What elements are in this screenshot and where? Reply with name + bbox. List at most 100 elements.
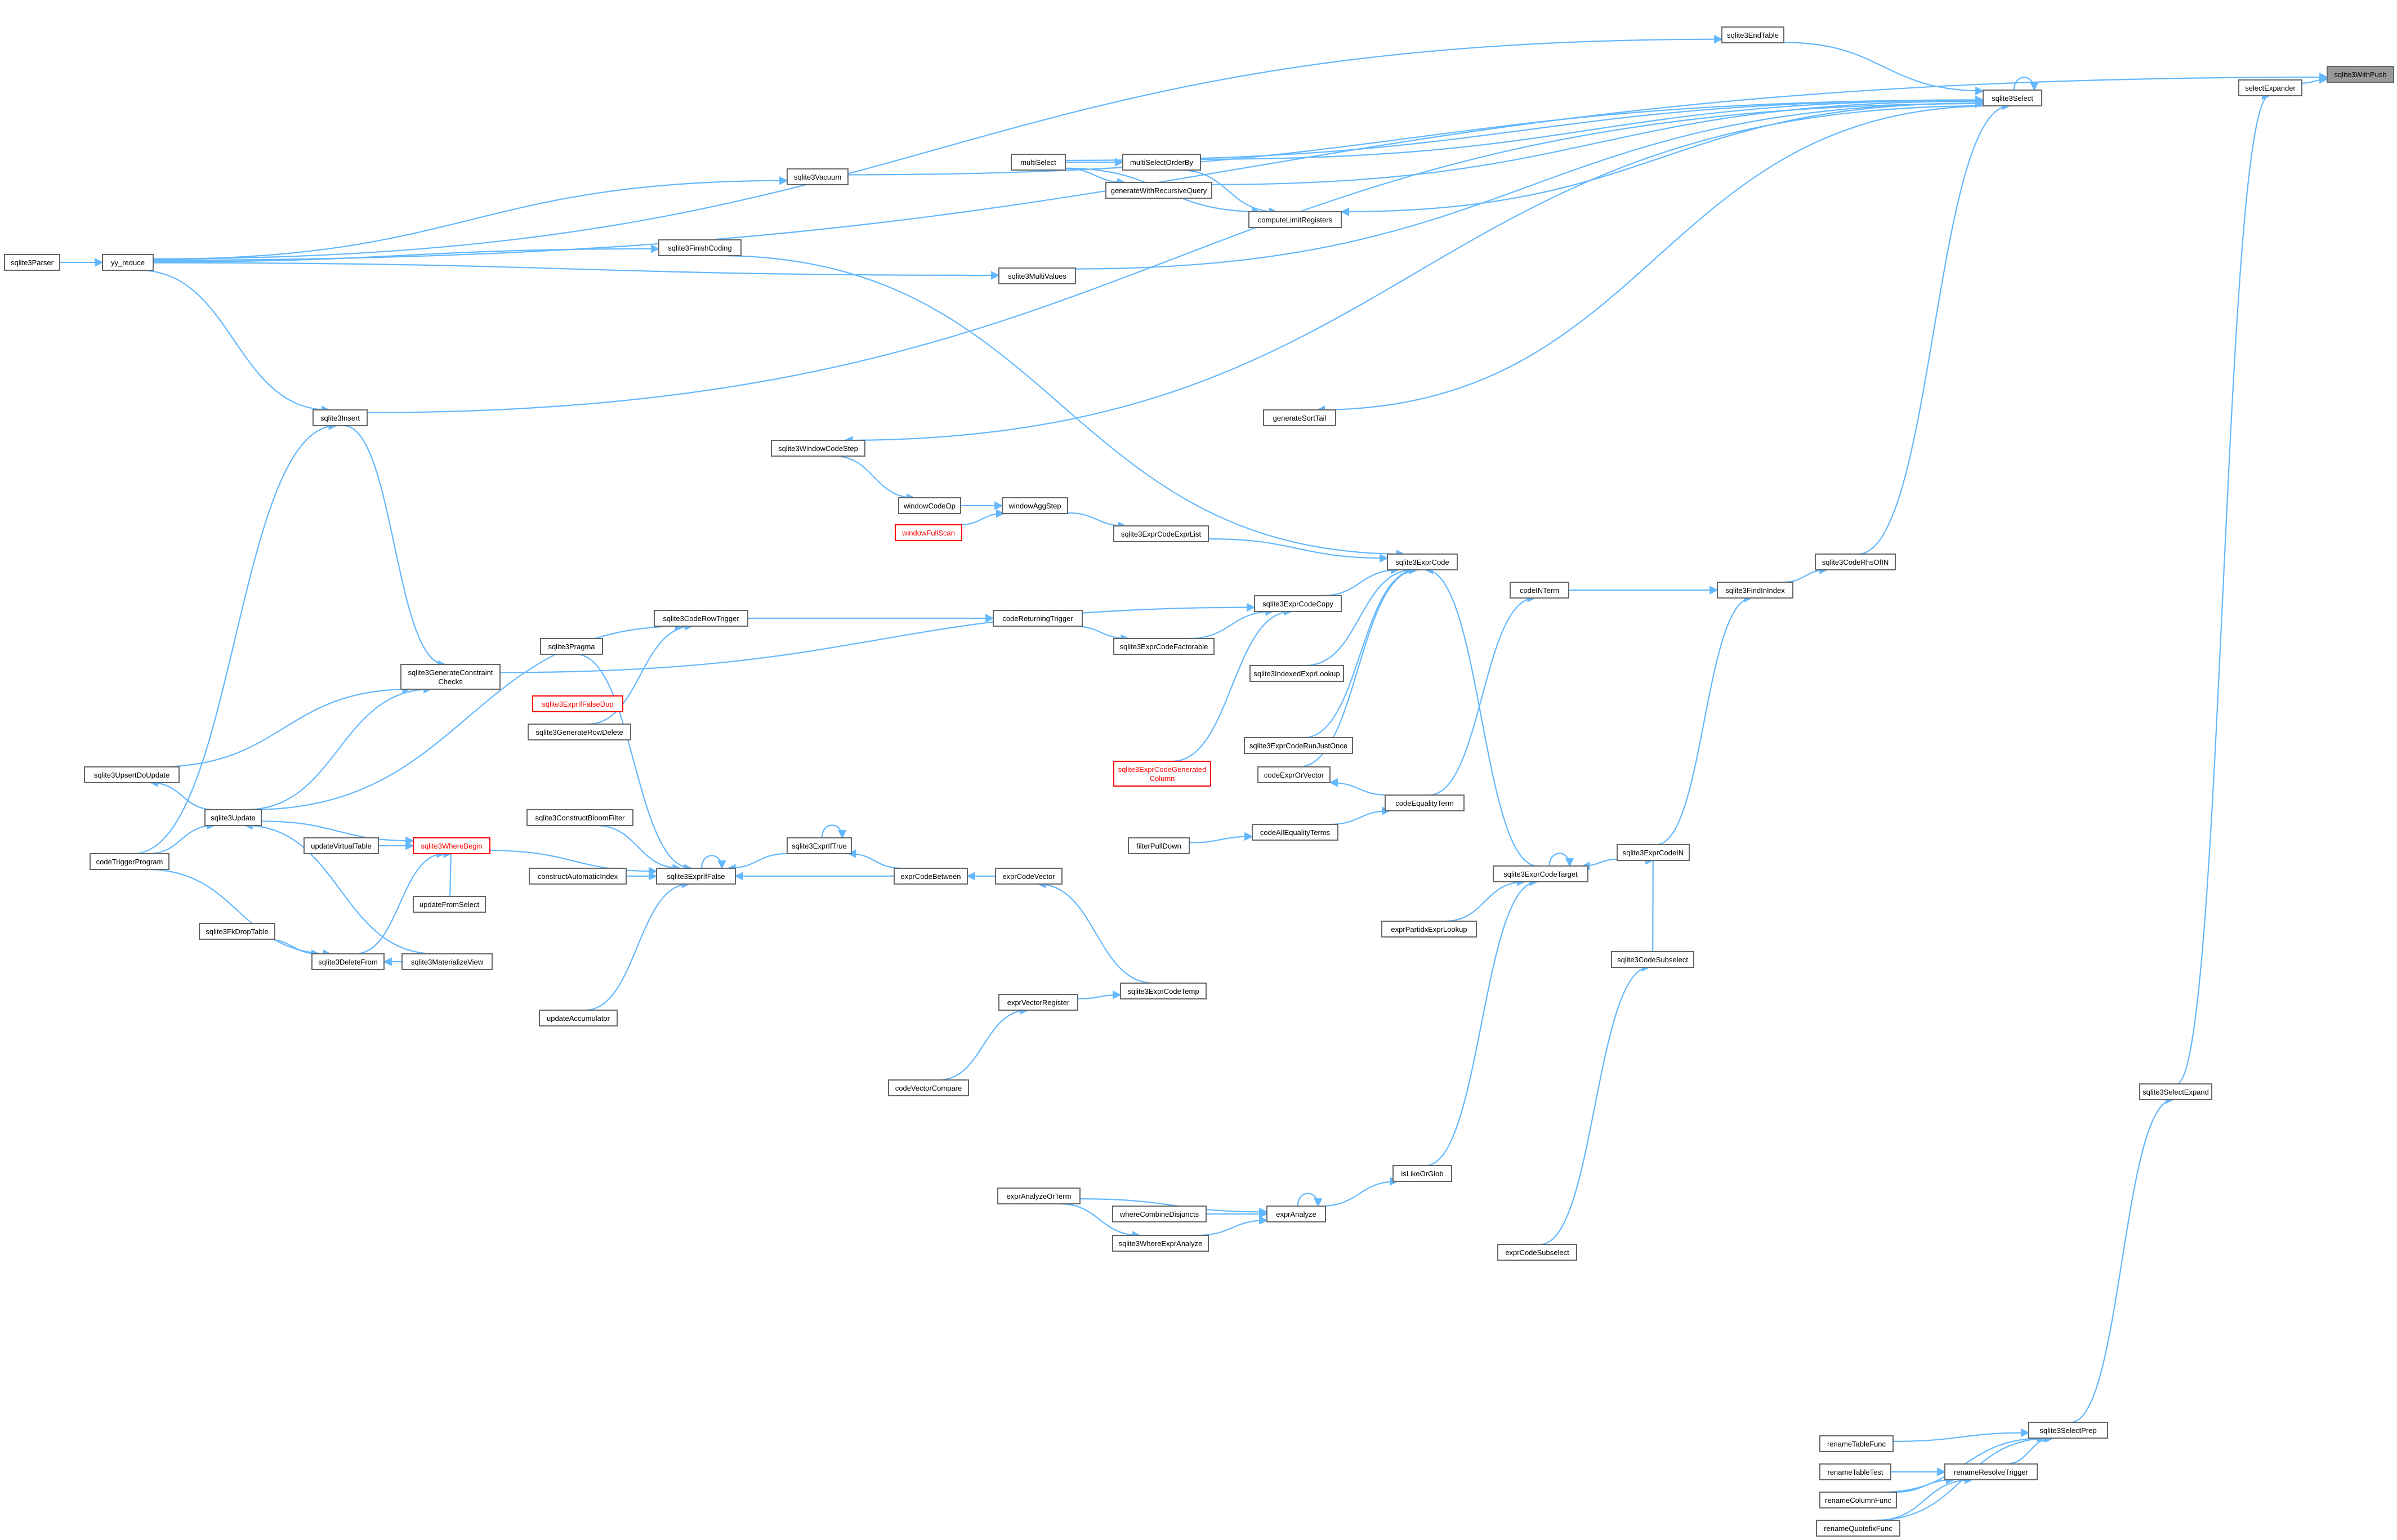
node-sqlite3-multi-values[interactable]: sqlite3MultiValues xyxy=(998,267,1076,284)
node-sqlite3-vacuum[interactable]: sqlite3Vacuum xyxy=(787,168,849,185)
node-where-combine-disjuncts[interactable]: whereCombineDisjuncts xyxy=(1112,1206,1207,1222)
node-expr-code-between[interactable]: exprCodeBetween xyxy=(894,868,968,885)
node-code-equality-term[interactable]: codeEqualityTerm xyxy=(1385,794,1465,811)
edge-code-trigger-program-to-sqlite3-insert xyxy=(133,421,337,855)
node-is-like-or-glob[interactable]: isLikeOrGlob xyxy=(1392,1165,1452,1182)
node-sqlite3-with-push[interactable]: sqlite3WithPush xyxy=(2327,66,2394,83)
edge-code-trigger-program-to-sqlite3-update xyxy=(148,821,216,855)
node-rename-resolve-trigger[interactable]: renameResolveTrigger xyxy=(1944,1463,2038,1480)
node-label: sqlite3ConstructBloomFilter xyxy=(535,814,626,822)
edge-sqlite3-expr-code-target-to-sqlite3-expr-code xyxy=(1424,565,1538,867)
node-expr-code-subselect[interactable]: exprCodeSubselect xyxy=(1497,1244,1577,1261)
node-sqlite3-expr-code-temp[interactable]: sqlite3ExprCodeTemp xyxy=(1120,983,1207,999)
node-sqlite3-expr-if-true[interactable]: sqlite3ExprIfTrue xyxy=(787,837,852,854)
node-sqlite3-update[interactable]: sqlite3Update xyxy=(204,809,262,826)
node-update-accumulator[interactable]: updateAccumulator xyxy=(539,1010,618,1026)
node-box xyxy=(539,1010,618,1026)
node-label: renameTableTest xyxy=(1828,1468,1883,1476)
node-code-expr-or-vector[interactable]: codeExprOrVector xyxy=(1257,766,1331,783)
node-label: sqlite3ExprCode xyxy=(1395,558,1449,566)
node-update-virtual-table[interactable]: updateVirtualTable xyxy=(303,837,379,854)
node-sqlite3-where-begin[interactable]: sqlite3WhereBegin xyxy=(413,837,490,854)
node-sqlite3-code-subselect[interactable]: sqlite3CodeSubselect xyxy=(1611,951,1694,968)
node-sqlite3-generate-row-delete[interactable]: sqlite3GenerateRowDelete xyxy=(528,724,631,740)
node-sqlite3-code-rhs-of-in[interactable]: sqlite3CodeRhsOfIN xyxy=(1815,553,1896,570)
node-box xyxy=(1263,409,1336,426)
node-window-code-op[interactable]: windowCodeOp xyxy=(898,497,961,514)
node-sqlite3-expr-code-expr-list[interactable]: sqlite3ExprCodeExprList xyxy=(1113,525,1209,542)
node-construct-automatic-index[interactable]: constructAutomaticIndex xyxy=(529,868,627,885)
node-sqlite3-find-in-index[interactable]: sqlite3FindInIndex xyxy=(1717,582,1793,599)
node-sqlite3-expr-if-false[interactable]: sqlite3ExprIfFalse xyxy=(656,868,736,885)
node-sqlite3-parser[interactable]: sqlite3Parser xyxy=(4,254,60,271)
node-sqlite3-select-expand2[interactable]: sqlite3SelectExpand xyxy=(2139,1083,2212,1100)
node-code-interm[interactable]: codeINTerm xyxy=(1510,582,1569,599)
node-sqlite3-finish-coding[interactable]: sqlite3FinishCoding xyxy=(658,239,742,256)
node-rename-quotefix-func[interactable]: renameQuotefixFunc xyxy=(1816,1520,1900,1537)
node-label: sqlite3ExprIfFalseDup xyxy=(542,700,613,708)
node-sqlite3-where-expr-analyze[interactable]: sqlite3WhereExprAnalyze xyxy=(1112,1235,1209,1252)
node-sqlite3-indexed-expr-lookup[interactable]: sqlite3IndexedExprLookup xyxy=(1249,665,1344,682)
node-box xyxy=(1815,553,1896,570)
node-box xyxy=(998,267,1076,284)
node-expr-vector-register[interactable]: exprVectorRegister xyxy=(998,994,1078,1011)
node-select-expander[interactable]: selectExpander xyxy=(2238,79,2302,96)
edge-sqlite3-select-to-compute-limit-registers xyxy=(1340,102,1984,216)
node-sqlite3-select-prep[interactable]: sqlite3SelectPrep xyxy=(2028,1422,2108,1439)
node-multi-select-order-by[interactable]: multiSelectOrderBy xyxy=(1122,154,1201,171)
node-sqlite3-expr-code-copy[interactable]: sqlite3ExprCodeCopy xyxy=(1254,595,1342,612)
node-rename-column-func[interactable]: renameColumnFunc xyxy=(1819,1492,1897,1508)
node-sqlite3-materialize-view[interactable]: sqlite3MaterializeView xyxy=(401,953,493,970)
node-sqlite3-end-table[interactable]: sqlite3EndTable xyxy=(1721,26,1784,43)
node-sqlite3-expr-code-target[interactable]: sqlite3ExprCodeTarget xyxy=(1493,865,1588,882)
node-box xyxy=(1721,26,1784,43)
node-expr-analyze[interactable]: exprAnalyze xyxy=(1266,1206,1326,1222)
node-window-full-scan[interactable]: windowFullScan xyxy=(895,524,962,541)
node-label: sqlite3Select xyxy=(1992,94,2033,102)
edge-select-expander-to-sqlite3-with-push xyxy=(2301,75,2328,84)
node-code-vector-compare[interactable]: codeVectorCompare xyxy=(888,1079,969,1096)
node-sqlite3-upsert-do-update[interactable]: sqlite3UpsertDoUpdate xyxy=(84,766,180,783)
node-sqlite3-expr-code-factorable[interactable]: sqlite3ExprCodeFactorable xyxy=(1113,638,1215,655)
node-generate-sort-tail[interactable]: generateSortTail xyxy=(1263,409,1336,426)
node-code-trigger-program[interactable]: codeTriggerProgram xyxy=(90,853,169,870)
node-yy-reduce[interactable]: yy_reduce xyxy=(102,254,154,271)
node-multi-select[interactable]: multiSelect xyxy=(1011,154,1066,171)
node-rename-table-func[interactable]: renameTableFunc xyxy=(1819,1435,1894,1452)
node-filter-pull-down[interactable]: filterPullDown xyxy=(1128,837,1190,854)
node-label: sqlite3MultiValues xyxy=(1008,272,1066,280)
node-expr-analyze-or-term[interactable]: exprAnalyzeOrTerm xyxy=(997,1188,1081,1204)
node-sqlite3-select[interactable]: sqlite3Select xyxy=(1983,90,2042,106)
node-sqlite3-fk-drop-table[interactable]: sqlite3FkDropTable xyxy=(199,923,275,940)
edge-generate-with-recursive-query-to-sqlite3-select xyxy=(1211,96,1984,185)
node-rename-table-test[interactable]: renameTableTest xyxy=(1819,1463,1891,1480)
node-code-returning-trigger[interactable]: codeReturningTrigger xyxy=(993,610,1083,627)
node-generate-with-recursive-query[interactable]: generateWithRecursiveQuery xyxy=(1105,182,1212,199)
node-sqlite3-insert[interactable]: sqlite3Insert xyxy=(313,409,368,426)
node-sqlite3-construct-bloom-filter[interactable]: sqlite3ConstructBloomFilter xyxy=(526,809,633,826)
node-sqlite3-delete-from[interactable]: sqlite3DeleteFrom xyxy=(311,953,385,970)
node-update-from-select[interactable]: updateFromSelect xyxy=(413,896,486,913)
node-compute-limit-registers[interactable]: computeLimitRegisters xyxy=(1248,211,1342,228)
edge-yy-reduce-to-sqlite3-finish-coding xyxy=(153,244,660,262)
node-sqlite3-code-row-trigger[interactable]: sqlite3CodeRowTrigger xyxy=(654,610,748,627)
edge-sqlite3-window-code-step-to-window-code-op xyxy=(833,455,916,502)
node-sqlite3-expr-code[interactable]: sqlite3ExprCode xyxy=(1387,553,1458,570)
node-sqlite3-expr-if-false-dup[interactable]: sqlite3ExprIfFalseDup xyxy=(532,695,623,712)
node-sqlite3-pragma[interactable]: sqlite3Pragma xyxy=(540,638,603,655)
node-window-agg-step[interactable]: windowAggStep xyxy=(1002,497,1068,514)
node-sqlite3-window-code-step[interactable]: sqlite3WindowCodeStep xyxy=(771,440,865,457)
node-label: generateSortTail xyxy=(1273,414,1327,422)
node-sqlite3-expr-code-run-just-once[interactable]: sqlite3ExprCodeRunJustOnce xyxy=(1244,737,1353,754)
node-box xyxy=(898,497,961,514)
node-expr-code-vector[interactable]: exprCodeVector xyxy=(995,868,1063,885)
node-expr-partidx-expr-lookup[interactable]: exprPartidxExprLookup xyxy=(1381,921,1477,938)
node-code-all-equality-terms[interactable]: codeAllEqualityTerms xyxy=(1252,824,1338,841)
edge-filter-pull-down-to-code-all-equality-terms xyxy=(1189,832,1253,843)
edge-sqlite3-vacuum-to-sqlite3-select xyxy=(847,95,1984,176)
node-box xyxy=(1011,154,1066,171)
edge-update-from-select-to-sqlite3-where-begin xyxy=(443,850,452,898)
node-sqlite3-expr-code-in[interactable]: sqlite3ExprCodeIN xyxy=(1617,844,1690,861)
